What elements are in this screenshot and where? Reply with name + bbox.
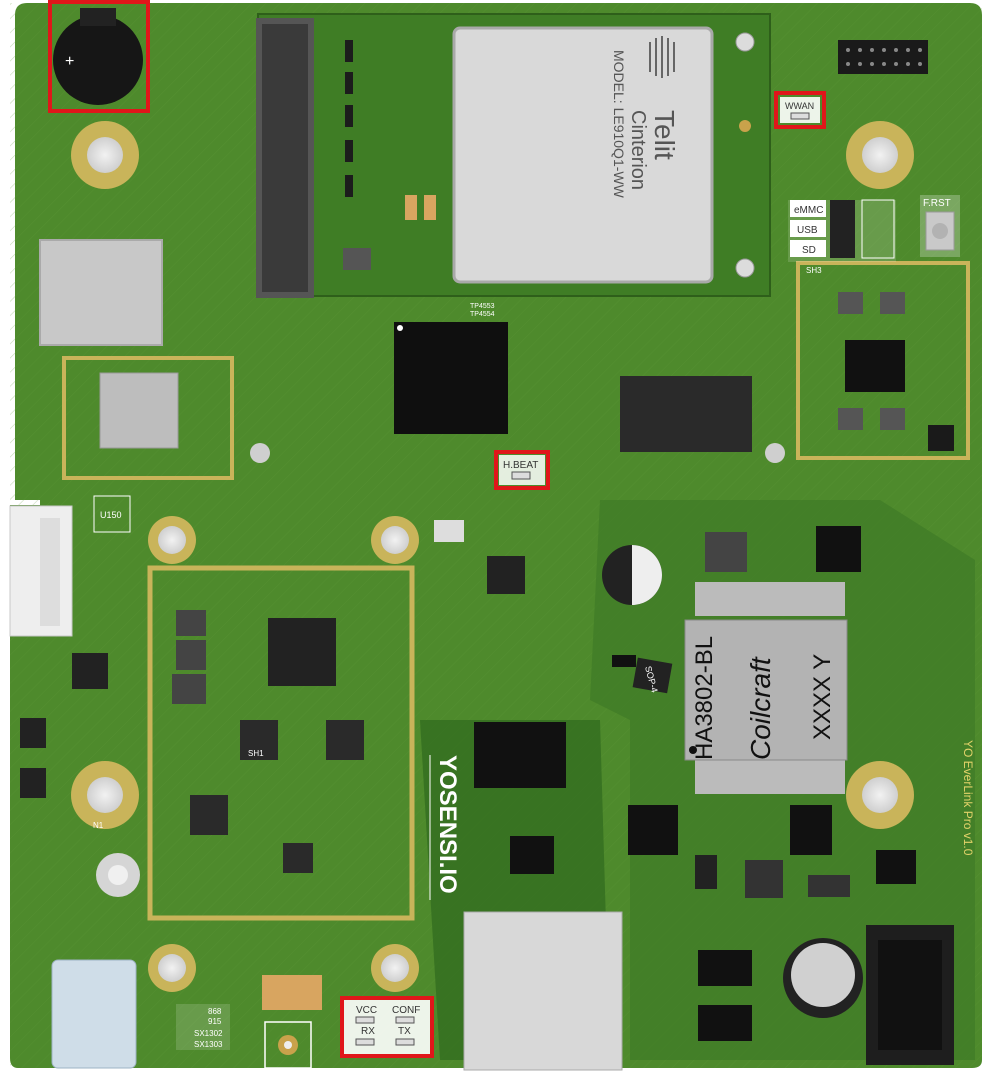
inductor-code: XXXX Y xyxy=(809,654,836,740)
led-vcc-label: VCC xyxy=(356,1005,377,1016)
n1-label: N1 xyxy=(93,821,104,830)
ethernet-jack xyxy=(463,911,623,1071)
modem-brand-cinterion: Cinterion xyxy=(627,110,649,190)
led-heartbeat-label: H.BEAT xyxy=(503,460,538,471)
mounting-holes xyxy=(71,121,914,992)
modem-brand-telit: Telit xyxy=(649,110,680,160)
inductor-part-number: HA3802-BL xyxy=(691,636,718,760)
led-conf-label: CONF xyxy=(392,1005,420,1016)
highlight-status-leds xyxy=(340,996,434,1058)
modem-model: MODEL: LE910Q1-WW xyxy=(611,50,627,199)
band-915-label: 915 xyxy=(208,1017,222,1026)
shield-can-small xyxy=(99,372,179,449)
led-wwan-label: WWAN xyxy=(785,101,814,111)
sh3-label: SH3 xyxy=(806,266,822,275)
memory-chip xyxy=(620,376,752,452)
modem-module xyxy=(256,13,771,298)
sd-card-socket xyxy=(39,239,163,346)
band-868-label: 868 xyxy=(208,1007,222,1016)
boot-emmc-label: eMMC xyxy=(794,205,823,216)
telit-logo-icon xyxy=(649,36,675,78)
pin-header xyxy=(838,40,928,74)
band-sx1303-label: SX1303 xyxy=(194,1040,223,1049)
band-sx1302-label: SX1302 xyxy=(194,1029,223,1038)
u150-label: U150 xyxy=(100,510,122,520)
shield-frame-left xyxy=(62,356,234,480)
tp2-label: TP4554 xyxy=(470,311,495,318)
shield-frame-power xyxy=(796,261,970,460)
inductor-brand: Coilcraft xyxy=(745,656,776,760)
brand-logo: YOSENSI.IO xyxy=(434,755,461,894)
usb-c-port xyxy=(51,959,137,1069)
pmic-chip xyxy=(845,340,905,392)
led-rx-label: RX xyxy=(361,1026,375,1037)
sh1-label: SH1 xyxy=(248,749,264,758)
ethernet-phy-chip xyxy=(474,722,566,788)
main-soc-chip xyxy=(394,322,508,434)
boot-sd-label: SD xyxy=(802,245,816,256)
tp-label: TP4553 xyxy=(470,303,495,310)
coilcraft-transformer xyxy=(684,582,848,794)
boot-jumper[interactable] xyxy=(830,200,855,258)
usb-hub-chip xyxy=(487,556,525,594)
highlight-wwan-led xyxy=(774,91,826,129)
led-tx-label: TX xyxy=(398,1026,411,1037)
reset-label: F.RST xyxy=(923,198,951,209)
board-name: YO EverLink Pro v1.0 xyxy=(961,740,975,856)
battery-plus-mark: + xyxy=(65,53,74,70)
boot-usb-label: USB xyxy=(797,225,818,236)
shield-frame-lora xyxy=(147,565,415,921)
highlight-heartbeat-led xyxy=(494,450,550,490)
coin-battery: + xyxy=(53,8,143,105)
highlight-battery xyxy=(48,0,150,113)
lora-concentrator-chip xyxy=(268,618,336,686)
